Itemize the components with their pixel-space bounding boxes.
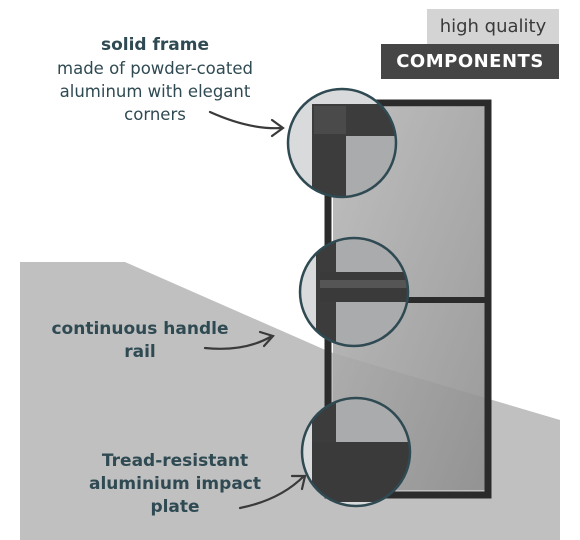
callout-solid-frame-description: made of powder-coated aluminum with eleg… <box>57 59 253 124</box>
callout-handle-rail: continuous handle rail <box>51 319 229 362</box>
badge-high-quality: high quality <box>427 9 559 45</box>
badge-components: COMPONENTS <box>381 44 559 79</box>
arrowhead-2 <box>258 330 275 348</box>
impact-plate-magnifier <box>300 396 412 508</box>
arrow-1 <box>208 110 284 130</box>
callout-solid-frame: solid frame made of powder-coated alumin… <box>30 34 280 126</box>
arrow-2 <box>203 334 274 350</box>
callout-impact-plate: Tread-resistant aluminium impact plate <box>89 451 261 517</box>
arrowhead-3 <box>290 474 307 491</box>
callout-arrows <box>203 110 307 510</box>
corner-detail-magnifier <box>286 87 398 199</box>
callout-solid-frame-title: solid frame <box>100 35 210 55</box>
arrowhead-1 <box>270 118 285 138</box>
arrow-3 <box>238 474 306 510</box>
